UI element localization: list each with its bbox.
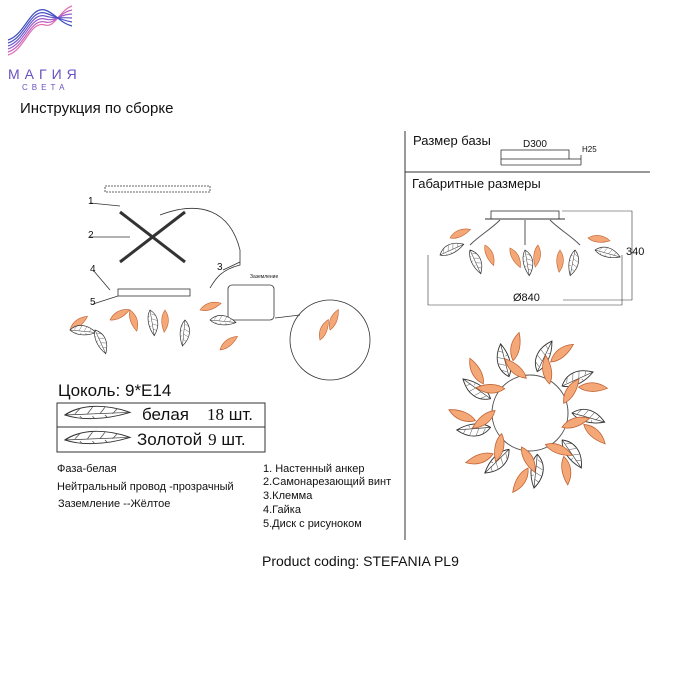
part-5: 5.Диск с рисуноком [263,518,362,530]
base-height: H25 [582,145,597,154]
leaf-unit: шт. [228,405,254,424]
leaf-count: 9 [208,430,217,449]
leaf-mark-orange [577,379,609,395]
leaf-row-white: белая 18 шт. [142,405,253,425]
part-3: 3.Клемма [263,490,313,502]
socket-label-text: Цоколь: [58,381,121,400]
leaf-mark-orange [561,455,572,486]
base-size-label: Размер базы [413,133,491,148]
part-2: 2.Самонарезающий винт [263,476,392,488]
leaf-mark-orange [581,419,608,449]
part-label-2: 2 [88,230,94,241]
part-label-4: 4 [90,264,96,275]
leaf-mark-orange [507,466,534,495]
base-diameter: D300 [523,139,547,150]
top-view-drawing [446,331,609,495]
leaf-row-gold: Золотой 9 шт. [137,430,246,450]
wiring-ground: Заземление --Жёлтое [58,498,171,510]
leaf-color: Золотой [137,430,203,449]
overall-diameter: Ø840 [513,292,540,304]
leaf-unit: шт. [221,430,246,449]
part-1: 1. Настенный анкер [263,463,365,475]
overall-size-label: Габаритные размеры [412,176,541,191]
leaf-mark-orange [446,404,478,428]
logo-subtext: СВЕТА [22,83,69,92]
part-label-3: 3 [217,262,223,273]
part-label-5: 5 [90,297,96,308]
leaf-mark-orange [542,354,553,385]
leaf-count: 18 [207,405,225,424]
part-4: 4.Гайка [263,504,301,516]
page-title: Инструкция по сборке [20,100,174,117]
wiring-neutral: Нейтральный провод -прозрачный [57,481,234,493]
logo-text: МАГИЯ [8,66,82,82]
part-label-1: 1 [88,196,94,207]
leaf-table-lines [56,402,266,453]
product-coding: Product coding: STEFANIA PL9 [262,553,459,569]
socket-value: 9*E14 [124,381,172,400]
assembly-drawing [89,185,371,381]
assembly-leaves [67,300,343,356]
wiring-phase: Фаза-белая [57,463,117,475]
leaf-mark-orange [506,331,526,362]
terminal-caption: Заземление [250,274,279,280]
side-view-drawing [427,210,633,306]
base-size-drawing [500,149,582,166]
overall-height: 340 [626,246,645,258]
socket-label: Цоколь: 9*E14 [58,381,171,401]
leaf-color: белая [142,405,190,424]
logo-waves [7,5,73,56]
